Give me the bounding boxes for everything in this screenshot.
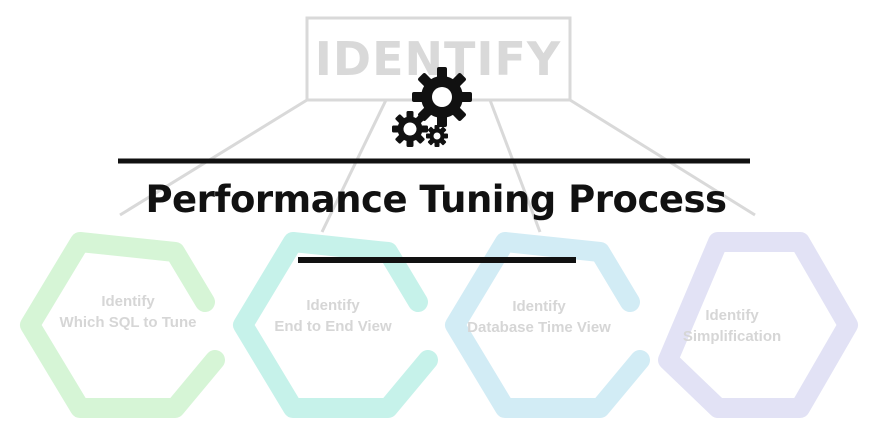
step-4-line-2: Simplification xyxy=(682,328,782,345)
hexagon-step-4 xyxy=(658,232,858,418)
step-4-line-1: Identify xyxy=(705,307,759,324)
connector-line-right xyxy=(569,98,756,217)
step-2-line-1: Identify xyxy=(306,297,360,314)
step-3-line-1: Identify xyxy=(512,298,566,315)
step-1-line-2: Which SQL to Tune xyxy=(59,314,197,331)
connector-line-mid-left xyxy=(320,99,388,233)
step-label-1: Identify Which SQL to Tune xyxy=(18,291,238,333)
step-3-line-2: Database Time View xyxy=(467,319,611,336)
connector-line-left xyxy=(119,98,308,217)
hexagon-chain xyxy=(20,232,858,418)
connector-line-mid-right xyxy=(488,99,542,233)
step-label-2: Identify End to End View xyxy=(223,295,443,337)
hexagon-step-1 xyxy=(20,232,225,418)
step-1-line-1: Identify xyxy=(101,293,155,310)
step-label-4: Identify Simplification xyxy=(622,305,842,347)
hexagon-step-2 xyxy=(233,232,438,418)
page-title: Performance Tuning Process xyxy=(145,178,727,221)
step-2-line-2: End to End View xyxy=(274,318,392,335)
connector-lines xyxy=(119,98,756,233)
step-label-3: Identify Database Time View xyxy=(429,296,649,338)
gears-icon xyxy=(392,67,472,147)
hexagon-step-3 xyxy=(445,232,650,418)
